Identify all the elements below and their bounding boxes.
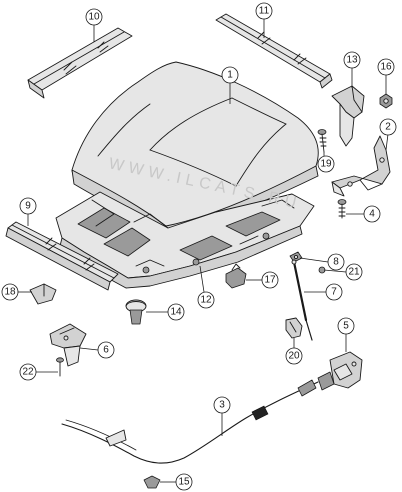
part-5-hood-lock [317,351,363,391]
part-12-hood-inner-frame [55,191,315,289]
callout-5-label: 5 [343,321,349,332]
callout-12-label: 12 [200,295,212,306]
callout-9-circle[interactable] [19,197,37,215]
callout-layer: 10 11 1 13 16 2 19 4 9 [1,2,397,491]
callout-11-circle[interactable] [255,2,273,20]
callout-11-label: 11 [259,6,270,17]
callout-4-label: 4 [369,209,375,220]
callout-19-label: 19 [320,159,332,170]
part-7-support-rod [291,259,313,341]
callout-16-circle[interactable] [377,58,395,76]
part-13-hinge-cover [331,85,365,147]
callout-20-label: 20 [288,351,300,362]
callout-14-circle[interactable] [167,303,185,321]
part-11-weatherstrip [215,13,333,89]
callout-18-label: 18 [4,287,16,298]
part-2-hood-hinge [331,135,391,197]
callout-9-label: 9 [25,201,31,212]
callout-15-circle[interactable] [175,473,193,491]
callout-22-label: 22 [22,367,34,378]
callout-1-circle[interactable] [221,66,239,84]
part-10-weatherstrip [27,27,133,99]
part-4-bolt [337,199,347,219]
callout-2-label: 2 [385,122,391,133]
callout-13-label: 13 [346,55,358,66]
callout-15-label: 15 [178,477,190,488]
callout-17-label: 17 [264,275,276,286]
part-6-lock-bracket [49,323,87,367]
callout-7-label: 7 [331,287,337,298]
part-8-clip [289,251,303,263]
callout-13-circle[interactable] [343,51,361,69]
part-18-bumper-stop [29,283,57,305]
callout-17-circle[interactable] [261,271,279,289]
part-22-screw [56,357,64,377]
part-19-screw [317,129,327,153]
callout-3-label: 3 [219,400,225,411]
callout-22-circle[interactable] [19,363,37,381]
part-14-hood-cushion [125,299,147,325]
callout-8-circle[interactable] [327,253,345,271]
part-15-clip [143,475,161,489]
callout-12-circle[interactable] [197,291,215,309]
callout-18-circle[interactable] [1,283,19,301]
part-9-seal-strip [5,221,119,291]
callout-21-label: 21 [348,267,360,278]
callout-16-label: 16 [380,62,392,73]
callout-8-label: 8 [333,257,339,268]
callout-2-circle[interactable] [379,118,397,136]
callout-21-circle[interactable] [345,263,363,281]
part-17-grommet [225,263,247,289]
part-20-rod-holder [285,317,303,339]
callout-10-label: 10 [88,12,100,23]
callout-5-circle[interactable] [337,317,355,335]
part-3-release-cable [61,379,319,464]
callout-14-label: 14 [170,307,182,318]
callout-20-circle[interactable] [285,347,303,365]
callout-3-circle[interactable] [213,396,231,414]
callout-6-circle[interactable] [97,341,115,359]
callout-7-circle[interactable] [325,283,343,301]
callout-19-circle[interactable] [317,155,335,173]
callout-10-circle[interactable] [85,8,103,26]
callout-1-label: 1 [227,70,233,81]
part-16-nut [379,93,393,109]
callout-4-circle[interactable] [363,205,381,223]
callout-6-label: 6 [103,345,109,356]
